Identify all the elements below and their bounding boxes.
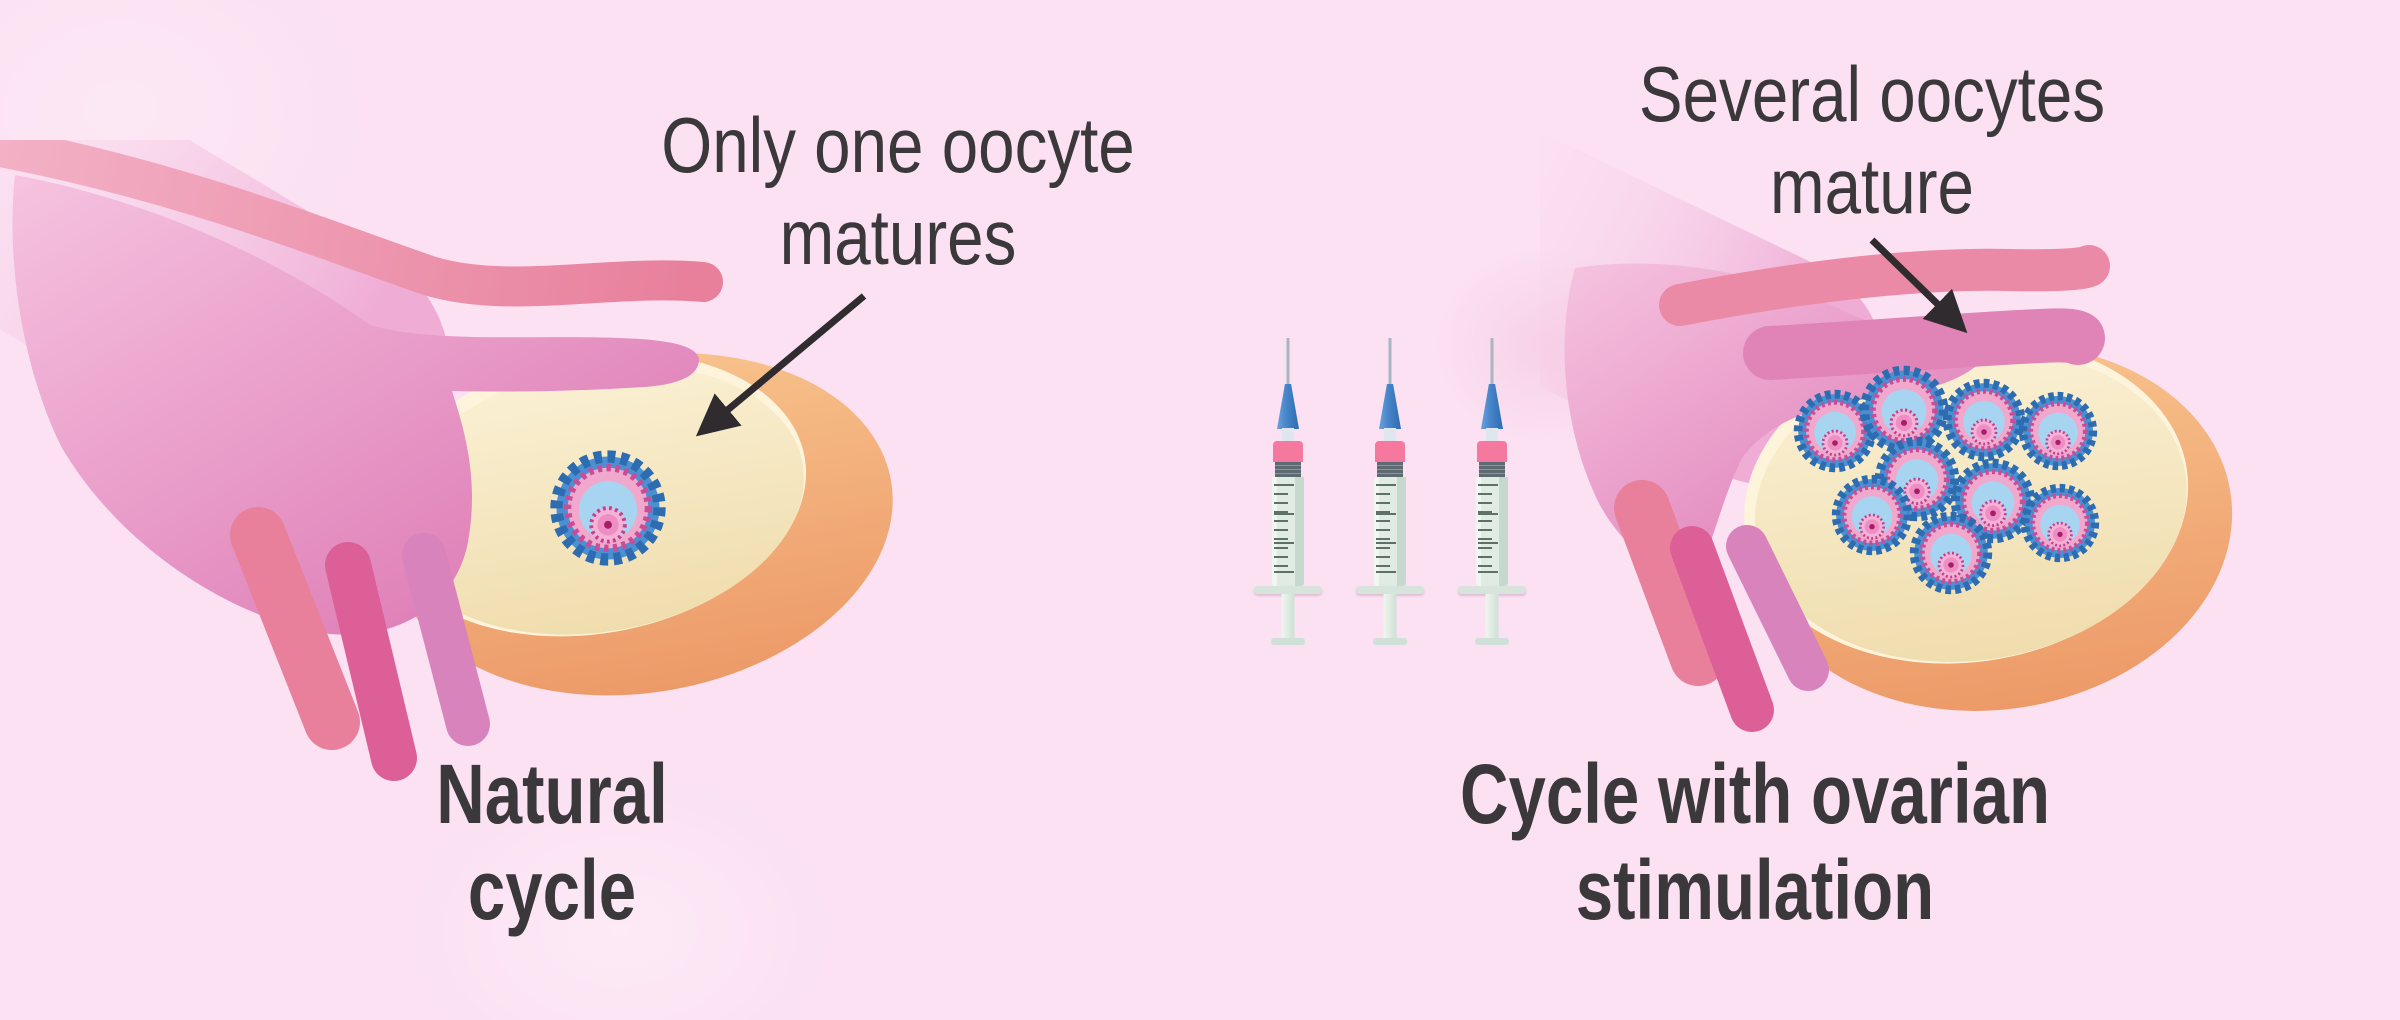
syringe-barrel bbox=[1374, 477, 1406, 586]
fimbria-finger bbox=[230, 507, 360, 750]
syringe-needle-icon bbox=[1388, 338, 1392, 385]
syringe-medication-band bbox=[1273, 441, 1303, 462]
syringe-stopper-ribs bbox=[1377, 462, 1403, 477]
fimbria-finger bbox=[402, 533, 490, 746]
caption-line: stimulation bbox=[1575, 843, 1935, 937]
syringe-stopper-ribs bbox=[1479, 462, 1505, 477]
stimulated-cycle-illustration bbox=[1540, 133, 2233, 732]
syringe-icon bbox=[1236, 338, 1340, 645]
fimbria-finger bbox=[1670, 526, 1774, 732]
mature-oocyte bbox=[1909, 511, 1993, 595]
syringe-plunger-foot bbox=[1475, 638, 1509, 645]
left-caption: Natural cycle bbox=[436, 746, 668, 938]
syringe-scale-major-ticks bbox=[1478, 484, 1498, 576]
annotation-line: Only one oocyte bbox=[661, 101, 1135, 189]
syringe-flange bbox=[1356, 586, 1424, 594]
syringe-collar bbox=[1282, 428, 1294, 442]
syringe-needle-hub bbox=[1379, 384, 1401, 429]
syringe-needle-hub bbox=[1481, 384, 1503, 429]
syringe-plunger-foot bbox=[1373, 638, 1407, 645]
syringe-needle-hub bbox=[1277, 384, 1299, 429]
mature-oocyte bbox=[2018, 391, 2098, 471]
mature-oocyte bbox=[1793, 389, 1877, 473]
syringe-scale-major-ticks bbox=[1274, 484, 1294, 576]
caption-line: Cycle with ovarian bbox=[1459, 747, 2051, 841]
mature-oocyte bbox=[550, 450, 666, 566]
right-annotation: Several oocytes mature bbox=[1639, 48, 2105, 232]
syringe-plunger bbox=[1281, 594, 1295, 640]
fimbria-finger bbox=[325, 542, 417, 781]
fimbria-finger bbox=[1743, 308, 2105, 380]
syringe-icon bbox=[1338, 338, 1442, 645]
fimbria-finger bbox=[1614, 480, 1726, 686]
syringe-plunger-foot bbox=[1271, 638, 1305, 645]
syringe-flange bbox=[1458, 586, 1526, 594]
syringe-needle-icon bbox=[1286, 338, 1290, 385]
syringe-stopper-ribs bbox=[1275, 462, 1301, 477]
syringe-barrel bbox=[1272, 477, 1304, 586]
syringe-plunger bbox=[1485, 594, 1499, 640]
syringe-flange bbox=[1254, 586, 1322, 594]
caption-line: Natural bbox=[436, 747, 668, 841]
mature-oocyte bbox=[1859, 365, 1949, 455]
mature-oocyte bbox=[1831, 474, 1913, 556]
left-annotation: Only one oocyte matures bbox=[661, 99, 1134, 283]
syringe-medication-band bbox=[1477, 441, 1507, 462]
fimbria-top-finger bbox=[0, 140, 723, 307]
syringe-collar bbox=[1486, 428, 1498, 442]
caption-line: cycle bbox=[467, 843, 637, 937]
syringe-plunger bbox=[1383, 594, 1397, 640]
annotation-line: Several oocytes bbox=[1638, 50, 2106, 138]
right-caption: Cycle with ovarian stimulation bbox=[1460, 746, 2050, 938]
annotation-line: mature bbox=[1770, 142, 1974, 230]
syringe-collar bbox=[1384, 428, 1396, 442]
fimbria-palm bbox=[12, 175, 700, 635]
annotation-line: matures bbox=[779, 193, 1017, 281]
fimbria-finger bbox=[1726, 525, 1829, 691]
syringe-icon bbox=[1440, 338, 1544, 645]
mature-oocyte bbox=[1942, 378, 2026, 462]
syringe-medication-band bbox=[1375, 441, 1405, 462]
syringe-scale-major-ticks bbox=[1376, 484, 1396, 576]
syringe-barrel bbox=[1476, 477, 1508, 586]
syringe-needle-icon bbox=[1490, 338, 1494, 385]
mature-oocyte bbox=[2020, 483, 2100, 563]
